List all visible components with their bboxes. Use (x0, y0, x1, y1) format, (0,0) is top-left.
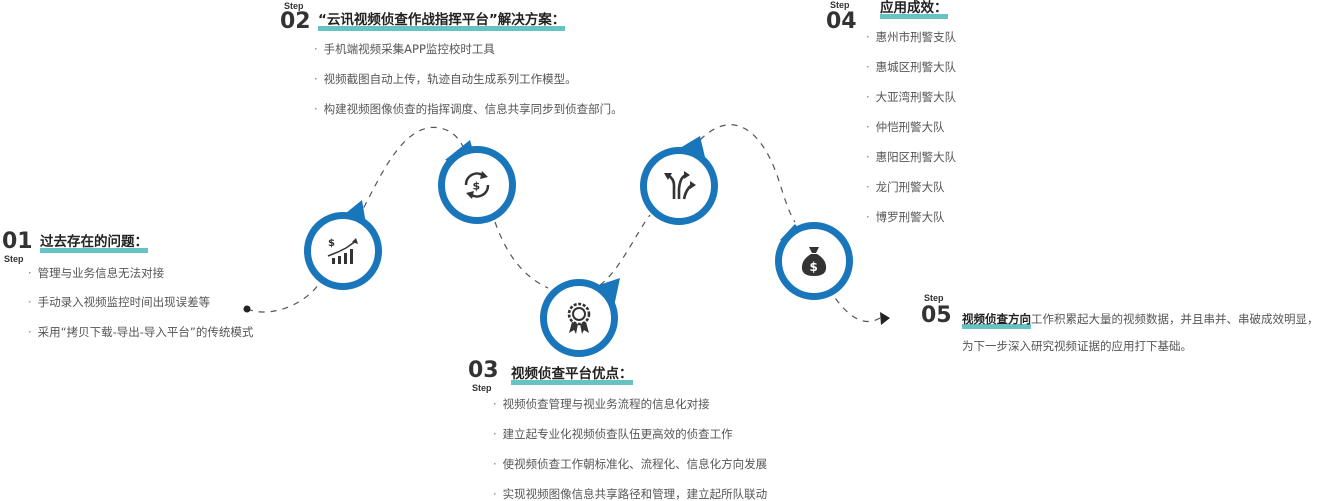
step-02-marker: $ (438, 146, 516, 224)
step-02-step-label: Step (284, 1, 304, 11)
svg-text:$: $ (328, 238, 335, 249)
step-03-item: ·建立起专业化视频侦查队伍更高效的侦查工作 (493, 427, 733, 441)
step-05-number: 05 (921, 303, 952, 328)
step-01-marker: $ (304, 212, 382, 290)
step-04-item: ·博罗刑警大队 (866, 210, 945, 224)
step-01-item: ·手动录入视频监控时间出现误差等 (28, 295, 211, 309)
route-end-arrow (880, 312, 890, 325)
step-02-item: ·手机端视频采集APP监控校时工具 (314, 42, 495, 56)
award-ribbon-icon (567, 302, 591, 334)
step-05-step-label: Step (924, 293, 944, 303)
step-03-item: ·使视频侦查工作朝标准化、流程化、信息化方向发展 (493, 457, 768, 471)
step-05-marker: $ (775, 222, 853, 300)
step-05-line-1: 视频侦查方向 工作积累起大量的视频数据，并且串并、串破成效明显， (962, 310, 1319, 329)
svg-text:$: $ (810, 260, 818, 274)
step-02-item: ·构建视频图像侦查的指挥调度、信息共享同步到侦查部门。 (314, 102, 623, 116)
route-start-dot (243, 305, 251, 313)
step-04-item: ·仲恺刑警大队 (866, 120, 945, 134)
step-04-title: 应用成效： (880, 1, 948, 19)
step-04-item: ·大亚湾刑警大队 (866, 90, 957, 104)
step-01-item: ·管理与业务信息无法对接 (28, 266, 165, 280)
step-02-title: “云讯视频侦查作战指挥平台”解决方案： (318, 13, 566, 31)
step-03-item: ·实现视频图像信息共享路径和管理，建立起所队联动 (493, 487, 768, 501)
step-03-item: ·视频侦查管理与视业务流程的信息化对接 (493, 397, 710, 411)
step-05-text-2: 为下一步深入研究视频证据的应用打下基础。 (962, 339, 1192, 353)
step-04-step-label: Step (830, 0, 850, 10)
svg-text:$: $ (473, 180, 481, 193)
step-01-step-label: Step (4, 254, 24, 264)
growth-chart-icon: $ (327, 238, 358, 264)
step-04-marker (640, 147, 718, 225)
step-02-item: ·视频截图自动上传，轨迹自动生成系列工作模型。 (314, 72, 577, 86)
step-04-item: ·惠州市刑警支队 (866, 30, 957, 44)
step-04-item: ·惠阳区刑警大队 (866, 150, 957, 164)
money-bag-icon: $ (801, 247, 827, 276)
step-05-text-1: 工作积累起大量的视频数据，并且串并、串破成效明显， (1031, 312, 1319, 326)
step-04-number: 04 (826, 9, 857, 34)
step-01-item: ·采用“拷贝下载-导出-导入平台”的传统模式 (28, 325, 254, 339)
step-04-item: ·龙门刑警大队 (866, 180, 945, 194)
step-05-title: 视频侦查方向 (962, 313, 1031, 329)
step-03-number: 03 (468, 358, 499, 383)
step-02-number: 02 (280, 9, 311, 34)
step-01-number: 01 (2, 229, 33, 254)
step-01-title: 过去存在的问题： (40, 235, 148, 253)
step-04-item: ·惠城区刑警大队 (866, 60, 957, 74)
diverging-arrows-icon (664, 171, 696, 200)
step-03-title: 视频侦查平台优点： (511, 367, 633, 385)
dollar-cycle-icon: $ (464, 171, 490, 199)
step-03-step-label: Step (472, 383, 492, 393)
step-03-marker (540, 279, 618, 357)
